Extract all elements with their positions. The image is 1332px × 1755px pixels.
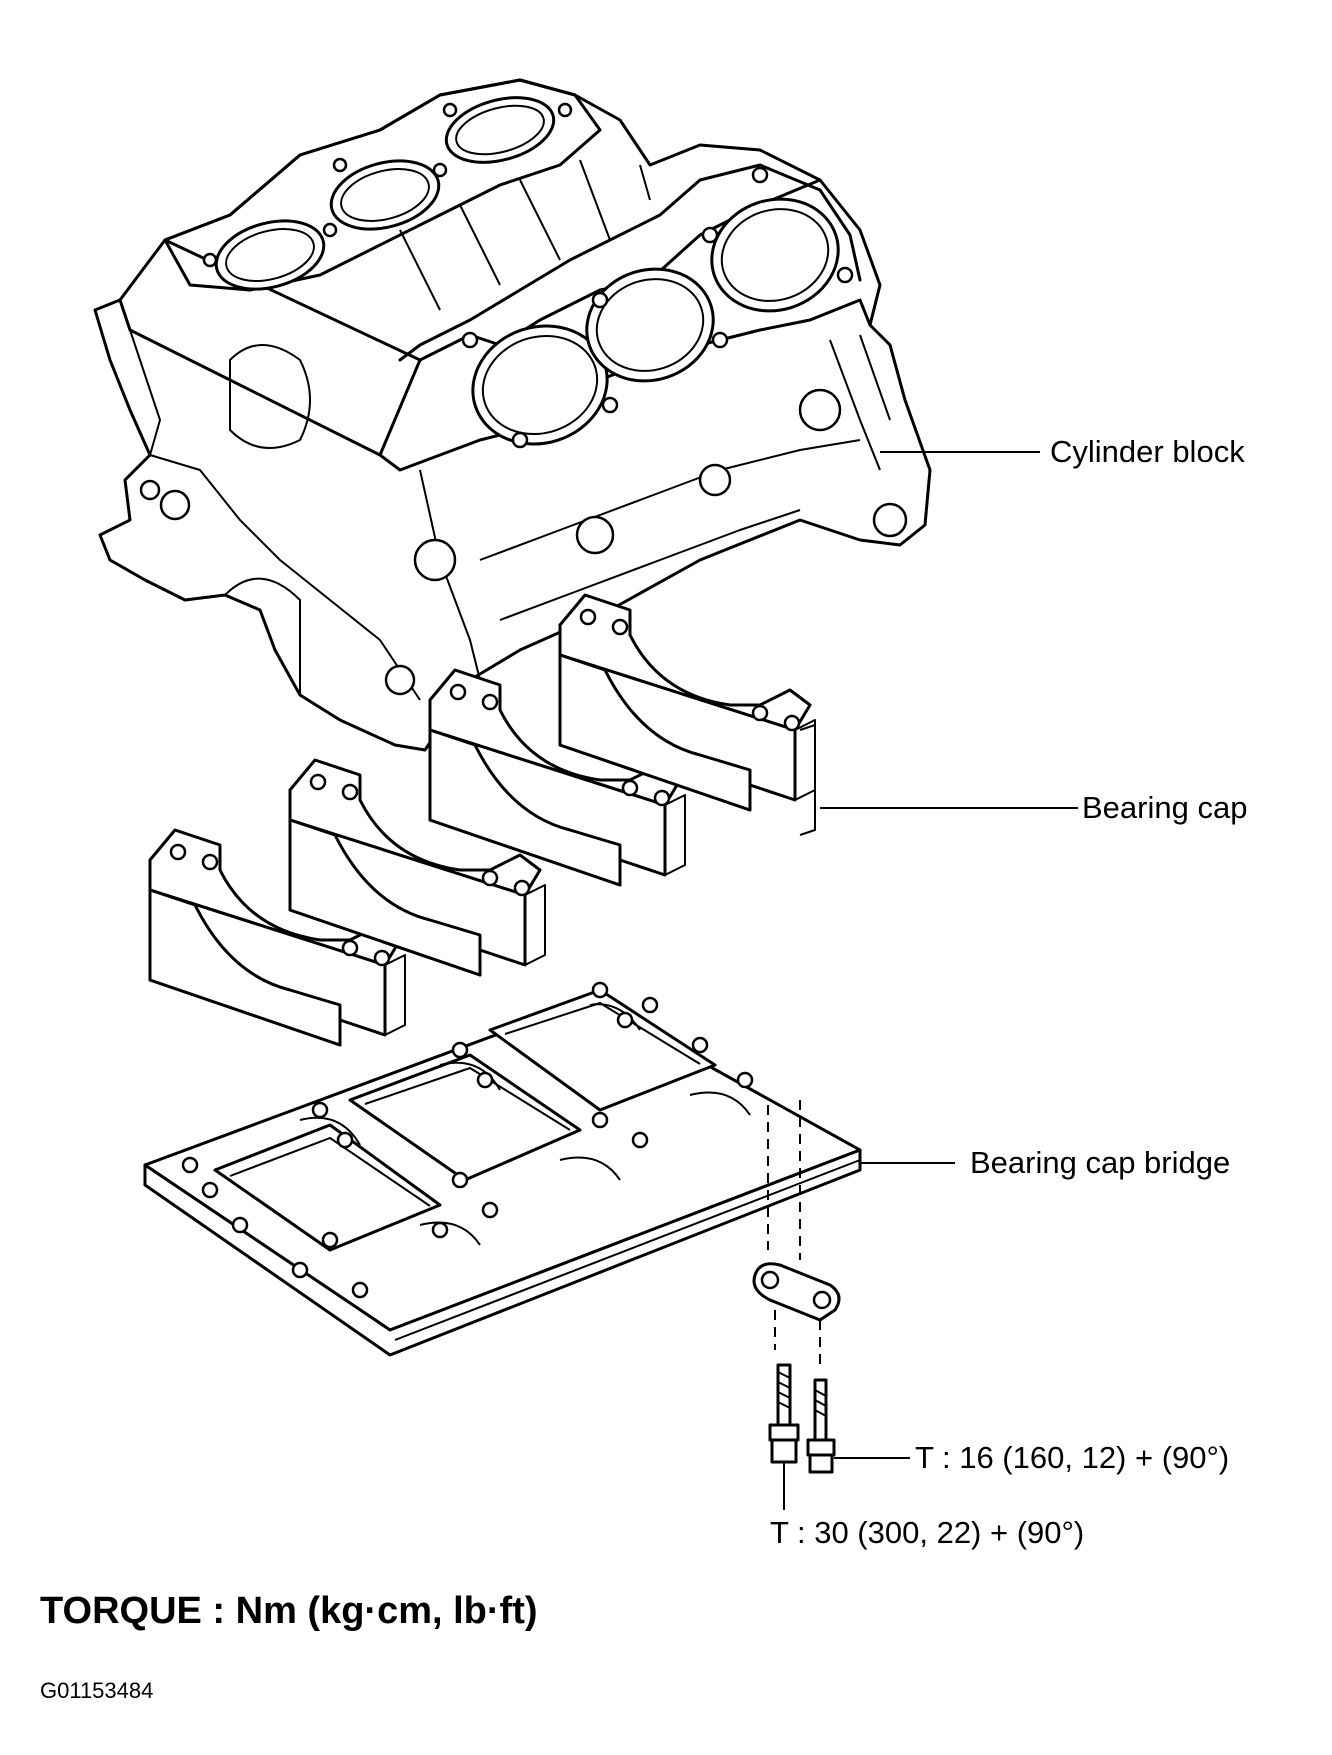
- label-bearing-cap: Bearing cap: [1082, 790, 1248, 825]
- bearing-cap-4: [558, 593, 817, 836]
- label-torque-small-bolt: T : 16 (160, 12) + (90°): [915, 1440, 1230, 1475]
- figure-id: G01153484: [40, 1678, 154, 1703]
- label-bearing-cap-bridge: Bearing cap bridge: [970, 1145, 1231, 1180]
- bearing-cap-bridge-drawing: [143, 981, 862, 1357]
- cylinder-block-drawing: [93, 78, 932, 752]
- bolt-assembly-drawing: [752, 1100, 841, 1474]
- label-cylinder-block: Cylinder block: [1050, 434, 1245, 469]
- label-torque-large-bolt: T : 30 (300, 22) + (90°): [770, 1515, 1085, 1550]
- torque-units-title: TORQUE : Nm (kg·cm, lb·ft): [40, 1590, 538, 1632]
